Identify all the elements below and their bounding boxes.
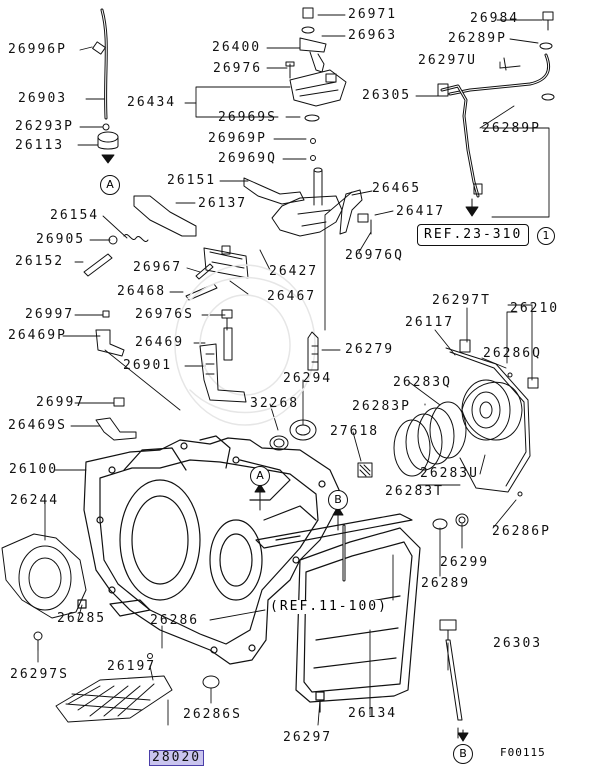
part-label-26465[interactable]: 26465 <box>372 181 422 196</box>
part-label-26905[interactable]: 26905 <box>36 232 86 247</box>
part-label-26279[interactable]: 26279 <box>345 342 395 357</box>
part-label-26427[interactable]: 26427 <box>269 264 319 279</box>
part-label-26969s[interactable]: 26969S <box>218 110 277 125</box>
part-label-26976q[interactable]: 26976Q <box>345 248 404 263</box>
part-label-26154[interactable]: 26154 <box>50 208 100 223</box>
part-label-26289p-mid[interactable]: 26289P <box>482 121 541 136</box>
part-label-26294[interactable]: 26294 <box>283 371 333 386</box>
part-label-26283u[interactable]: 26283U <box>420 466 479 481</box>
part-label-26971[interactable]: 26971 <box>348 7 398 22</box>
part-label-26286q[interactable]: 26286Q <box>483 346 542 361</box>
part-label-26969q[interactable]: 26969Q <box>218 151 277 166</box>
part-label-26963[interactable]: 26963 <box>348 28 398 43</box>
part-label-26303[interactable]: 26303 <box>493 636 543 651</box>
figure-id: F00115 <box>500 746 546 759</box>
part-label-26113[interactable]: 26113 <box>15 138 65 153</box>
transaxle-case <box>78 436 340 664</box>
part-label-26289p-top[interactable]: 26289P <box>448 31 507 46</box>
brackets-left <box>96 311 136 440</box>
reference-23-310[interactable]: REF.23-310 <box>417 224 530 246</box>
valve-body-bracket <box>200 310 318 402</box>
dipstick-bottom <box>440 620 462 738</box>
converter-housing-cover <box>2 534 86 650</box>
part-label-26976[interactable]: 26976 <box>213 61 263 76</box>
seals-rings <box>270 420 372 477</box>
linkage-cluster-top <box>286 8 346 161</box>
part-label-26100[interactable]: 26100 <box>9 462 59 477</box>
rods-plate <box>186 246 248 300</box>
part-label-26469[interactable]: 26469 <box>135 335 185 350</box>
part-label-26283t[interactable]: 26283T <box>385 484 444 499</box>
part-label-26976s[interactable]: 26976S <box>135 307 194 322</box>
part-label-26984[interactable]: 26984 <box>470 11 520 26</box>
oil-pipe-assembly <box>438 12 554 216</box>
part-label-26197[interactable]: 26197 <box>107 659 157 674</box>
part-label-26283q[interactable]: 26283Q <box>393 375 452 390</box>
part-label-26210[interactable]: 26210 <box>510 301 560 316</box>
dipstick-tube <box>93 10 118 163</box>
part-label-26969p[interactable]: 26969P <box>208 131 267 146</box>
part-label-26117[interactable]: 26117 <box>405 315 455 330</box>
part-label-26134[interactable]: 26134 <box>348 706 398 721</box>
part-label-26286p[interactable]: 26286P <box>492 524 551 539</box>
connector-a-top: A <box>100 175 120 195</box>
part-label-26996p[interactable]: 26996P <box>8 42 67 57</box>
flow-arrows <box>255 484 468 741</box>
part-label-32268[interactable]: 32268 <box>250 396 300 411</box>
part-label-26469s[interactable]: 26469S <box>8 418 67 433</box>
manual-shaft-lever <box>244 168 371 236</box>
part-label-28020-highlighted[interactable]: 28020 <box>149 750 205 766</box>
part-label-26901[interactable]: 26901 <box>123 358 173 373</box>
part-label-26152[interactable]: 26152 <box>15 254 65 269</box>
reference-23-310-index: 1 <box>537 227 555 245</box>
reference-23-310-text: REF.23-310 <box>424 227 523 242</box>
part-label-26997-b[interactable]: 26997 <box>36 395 86 410</box>
part-label-26285[interactable]: 26285 <box>57 611 107 626</box>
part-label-27618[interactable]: 27618 <box>330 424 380 439</box>
part-label-26468[interactable]: 26468 <box>117 284 167 299</box>
part-label-26400[interactable]: 26400 <box>212 40 262 55</box>
part-label-26293p[interactable]: 26293P <box>15 119 74 134</box>
part-label-26467[interactable]: 26467 <box>267 289 317 304</box>
oil-strainer <box>56 654 219 723</box>
part-label-26434[interactable]: 26434 <box>127 95 177 110</box>
detent-bracket-spring <box>84 196 196 276</box>
part-label-26297[interactable]: 26297 <box>283 730 333 745</box>
clutch-piston-group <box>394 340 538 529</box>
part-label-26305[interactable]: 26305 <box>362 88 412 103</box>
part-label-26137[interactable]: 26137 <box>198 196 248 211</box>
part-label-26299[interactable]: 26299 <box>440 555 490 570</box>
part-label-26286s[interactable]: 26286S <box>183 707 242 722</box>
part-label-26997-a[interactable]: 26997 <box>25 307 75 322</box>
part-label-26903[interactable]: 26903 <box>18 91 68 106</box>
part-label-26417[interactable]: 26417 <box>396 204 446 219</box>
part-label-26283p[interactable]: 26283P <box>352 399 411 414</box>
part-label-26967[interactable]: 26967 <box>133 260 183 275</box>
part-label-26286[interactable]: 26286 <box>150 613 200 628</box>
connector-a-case: A <box>250 466 270 486</box>
part-label-26289[interactable]: 26289 <box>421 576 471 591</box>
part-label-26297s[interactable]: 26297S <box>10 667 69 682</box>
connector-b-bottom: B <box>453 744 473 764</box>
part-label-26244[interactable]: 26244 <box>10 493 60 508</box>
part-label-26297u[interactable]: 26297U <box>418 53 477 68</box>
part-label-26297t[interactable]: 26297T <box>432 293 491 308</box>
part-label-26151[interactable]: 26151 <box>167 173 217 188</box>
oil-pan <box>256 514 420 712</box>
part-label-26469p[interactable]: 26469P <box>8 328 67 343</box>
reference-11-100[interactable]: (REF.11-100) <box>270 599 388 614</box>
leader-lines <box>38 15 549 725</box>
connector-b-case: B <box>328 490 348 510</box>
